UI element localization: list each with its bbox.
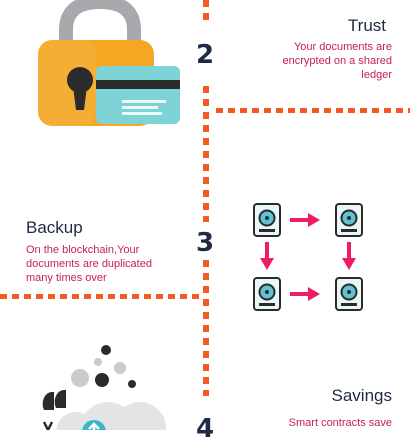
step-number-2: 2 [195,40,215,70]
credit-card-icon [96,66,180,124]
timeline-line-mid-1 [203,86,209,222]
hard-drive-icon [335,277,363,311]
step-title-savings: Savings [331,386,392,405]
hard-drive-icon [335,203,363,237]
step-description-savings: Smart contracts save [288,417,392,429]
connector-right [216,108,410,113]
step-description-trust: Your documents are encrypted on a shared… [282,41,392,81]
step-title-trust: Trust [347,16,386,35]
arrow-icon [260,213,356,301]
connector-left [0,294,200,299]
step-description-backup: On the blockchain,Your documents are dup… [26,244,152,284]
step-number-3: 3 [195,228,215,258]
timeline-line-mid-2 [203,260,209,396]
hard-drive-icon [253,203,281,237]
step-title-backup: Backup [26,218,83,237]
hard-drive-icon [253,277,281,311]
timeline-line-top [203,0,209,22]
step-number-4: 4 [195,414,215,444]
drive-grid [253,203,363,311]
cloud-icon [42,345,166,430]
